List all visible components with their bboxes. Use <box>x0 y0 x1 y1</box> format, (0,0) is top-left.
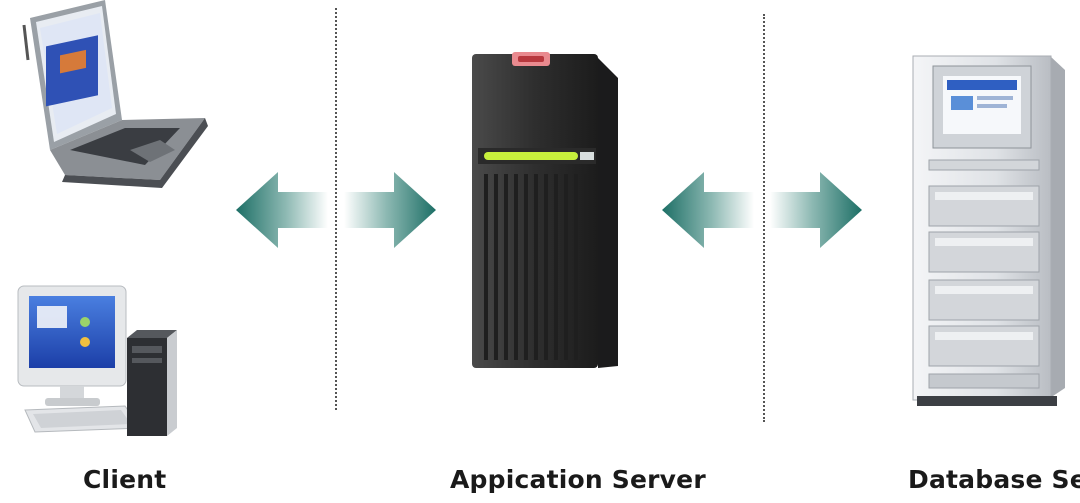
tier-divider-left <box>335 8 337 410</box>
database-server-label: Database Se <box>908 465 1080 494</box>
database-server-rack-icon <box>905 48 1080 410</box>
bidirectional-arrow-icon <box>236 170 436 250</box>
application-server-label: Appication Server <box>450 465 706 494</box>
bidirectional-arrow-icon <box>662 170 862 250</box>
tier-divider-right <box>763 14 765 422</box>
client-label: Client <box>83 465 167 494</box>
desktop-computer-icon <box>15 282 190 442</box>
server-tower-icon <box>468 48 623 378</box>
laptop-icon <box>10 0 210 190</box>
